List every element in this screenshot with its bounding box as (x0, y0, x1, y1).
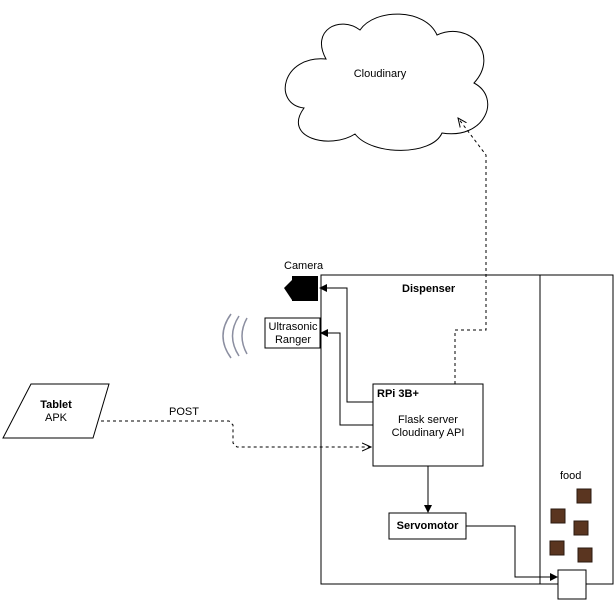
cloudinary-cloud-shape (284, 13, 489, 151)
post-label: POST (169, 406, 199, 418)
tablet-label: Tablet (40, 399, 72, 411)
rpi-to-camera-connector (319, 284, 373, 403)
camera-label: Camera (284, 260, 324, 272)
rpi-title: RPi 3B+ (377, 388, 419, 400)
servomotor-label: Servomotor (396, 520, 459, 532)
rpi-flask-label: Flask server (398, 414, 458, 426)
food-piece (549, 540, 565, 556)
servomotor-box (388, 512, 467, 540)
tablet-apk-shape (2, 383, 110, 439)
ultrasonic-waves-icon (222, 313, 248, 359)
food-piece (550, 508, 566, 524)
rpi-to-ultrasonic-connector (320, 329, 373, 426)
dispenser-box (320, 274, 614, 585)
food-piece (576, 488, 592, 504)
camera-icon (284, 276, 318, 301)
food-pieces (549, 488, 593, 563)
dispenser-title: Dispenser (402, 283, 456, 295)
food-outlet-box (557, 569, 587, 600)
ultrasonic-ranger-label-1: Ultrasonic (268, 321, 318, 333)
cloudinary-label: Cloudinary (353, 68, 407, 80)
ultrasonic-ranger-box (264, 317, 321, 349)
apk-label: APK (44, 412, 67, 424)
ultrasonic-ranger-label-2: Ranger (274, 334, 312, 346)
food-piece (577, 547, 593, 563)
servomotor-to-outlet-connector (466, 525, 558, 581)
food-label: food (560, 470, 582, 482)
food-piece (573, 520, 589, 536)
rpi-to-cloudinary-connector (454, 118, 487, 384)
rpi-cloudinary-api-label: Cloudinary API (391, 427, 465, 439)
tablet-post-connector (101, 420, 371, 447)
